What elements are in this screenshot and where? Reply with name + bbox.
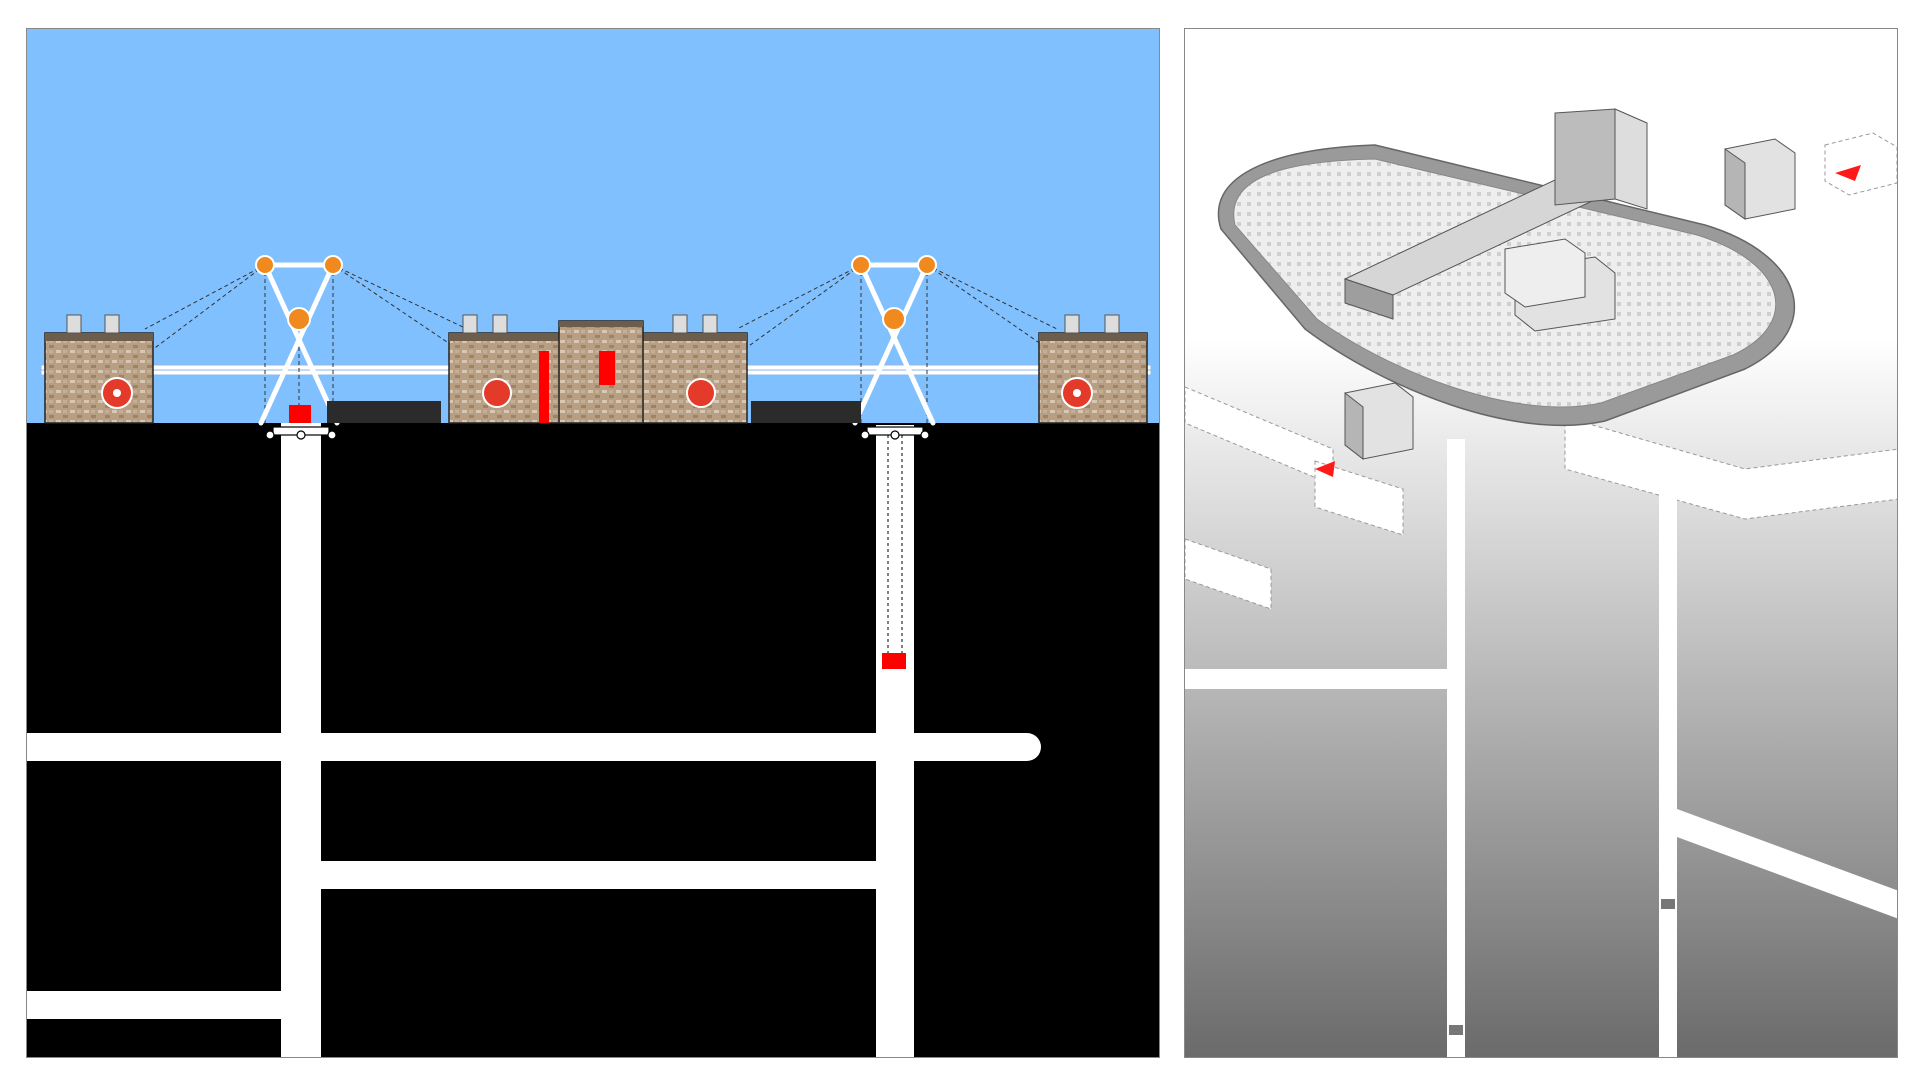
central-headframe-complex [448,314,748,424]
flywheel [686,378,716,408]
flow-arrows [1315,165,1861,477]
left-winding-house [44,314,154,424]
right-headframe [716,255,1078,426]
flywheel [482,378,512,408]
section-drawing [26,28,1160,1058]
arrival-pod [1344,382,1414,461]
lower-gallery [27,991,281,1019]
middle-gallery [321,861,877,889]
silo-tower [1554,108,1648,210]
pulley [851,255,871,275]
section-svg [27,29,1159,1057]
isometric-svg [1185,29,1897,1057]
pulley [255,255,275,275]
red-door [599,351,615,385]
pulley [917,255,937,275]
module-a [1724,138,1796,220]
tunnels [27,423,1041,1057]
right-winding-house [1038,314,1148,424]
descending-hoist-car [882,653,906,669]
right-shaft-collar [860,426,930,440]
red-lift-column [539,351,549,423]
shaft-footings [1449,899,1675,1035]
isometric-drawing [1184,28,1898,1058]
right-shaft-cables [887,429,903,669]
pulley [287,307,311,331]
left-shaft-collar [265,426,337,440]
pulley [882,307,906,331]
upper-gallery [27,733,1041,761]
left-headframe [126,255,488,426]
pulley [323,255,343,275]
crop-rows-right [751,401,861,423]
entry-pod [1824,132,1897,196]
site-outlines [1185,386,1897,610]
surface-hoist-car [289,405,311,423]
crop-rows-left [327,401,441,423]
module-c [1504,238,1586,308]
